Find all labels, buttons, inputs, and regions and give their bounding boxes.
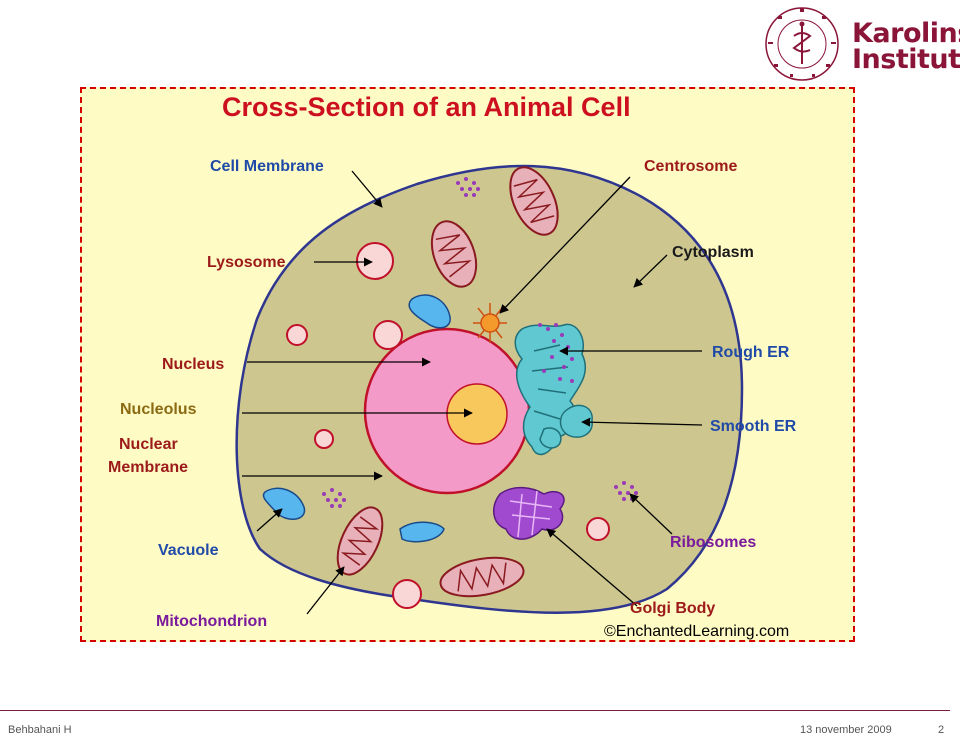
label-ribosomes: Ribosomes xyxy=(670,534,756,551)
footer-divider xyxy=(0,710,950,711)
label-nucleolus: Nucleolus xyxy=(120,401,197,418)
golgi-body-shape xyxy=(493,486,565,540)
lysosomes xyxy=(286,242,610,609)
label-golgi-body: Golgi Body xyxy=(630,600,715,617)
label-cytoplasm: Cytoplasm xyxy=(672,244,754,261)
diagram-title: Cross-Section of an Animal Cell xyxy=(222,92,631,122)
footer-author: Behbahani H xyxy=(8,724,72,736)
karolinska-logo: Karolinska Institutet xyxy=(760,6,960,82)
cell-illustration: Cross-Section of an Animal Cell Cell Mem… xyxy=(108,92,797,640)
ribosome-dots-er xyxy=(538,323,574,383)
label-centrosome: Centrosome xyxy=(644,158,737,175)
label-arrows xyxy=(242,170,703,615)
institution-name-line1: Karolinska xyxy=(852,18,960,49)
label-lysosome: Lysosome xyxy=(207,254,286,271)
animal-cell-diagram: Cross-Section of an Animal Cell Cell Mem… xyxy=(80,87,855,642)
label-nuclear-membrane-line2: Membrane xyxy=(108,459,188,476)
smooth-er-shape xyxy=(539,404,593,449)
nucleolus-shape xyxy=(446,383,508,445)
label-nucleus: Nucleus xyxy=(162,356,224,373)
label-rough-er: Rough ER xyxy=(712,344,790,361)
vacuoles xyxy=(262,294,451,543)
institution-name-line2: Institutet xyxy=(852,44,960,75)
footer-date: 13 november 2009 xyxy=(800,724,892,736)
centrosome-shape xyxy=(473,303,507,343)
label-vacuole: Vacuole xyxy=(158,542,219,559)
mitochondria xyxy=(336,166,559,598)
label-nuclear-membrane-line1: Nuclear xyxy=(119,436,178,453)
label-cell-membrane: Cell Membrane xyxy=(210,158,324,175)
label-smooth-er: Smooth ER xyxy=(710,418,797,435)
label-mitochondrion: Mitochondrion xyxy=(156,613,267,630)
karolinska-seal-icon xyxy=(765,7,839,81)
credit-text: ©EnchantedLearning.com xyxy=(604,623,789,640)
footer-page-number: 2 xyxy=(938,724,945,736)
